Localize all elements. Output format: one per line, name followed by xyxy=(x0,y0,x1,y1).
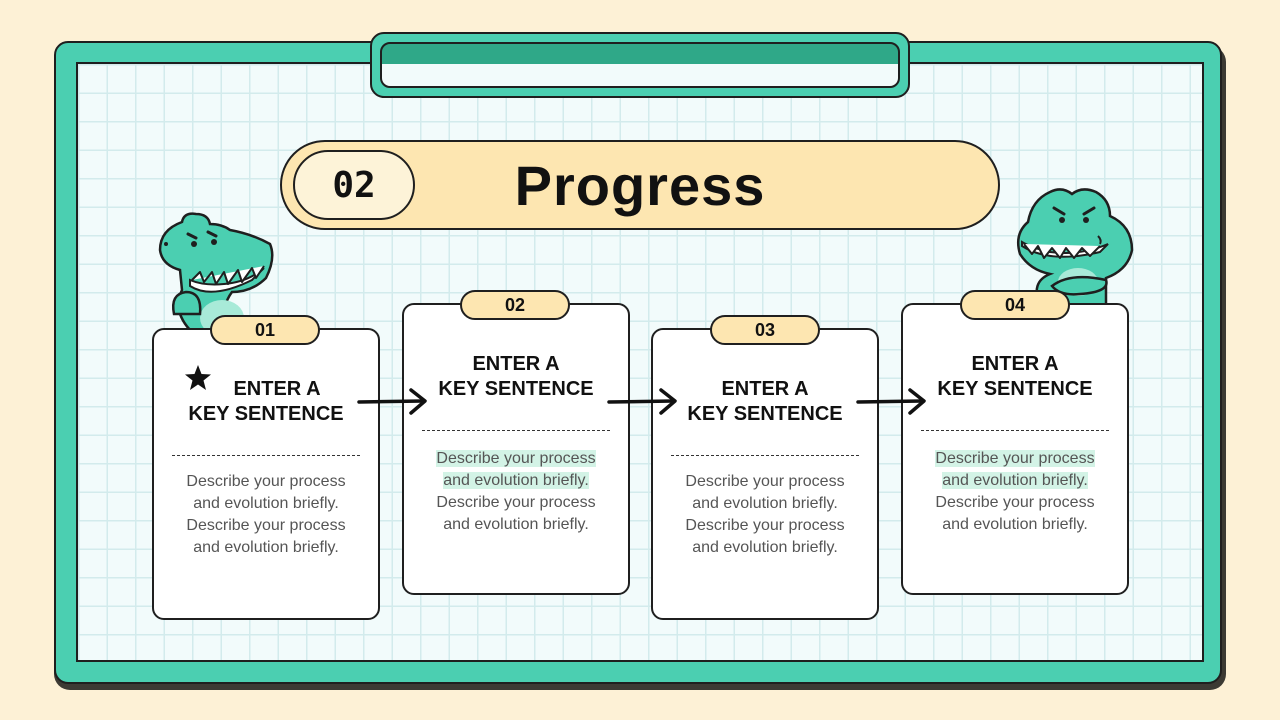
step-card-2 xyxy=(402,303,630,595)
step-badge-1: 01 xyxy=(210,315,320,345)
step-card-3 xyxy=(651,328,879,620)
step-card-4 xyxy=(901,303,1129,595)
step-title-4: ENTER A KEY SENTENCE xyxy=(937,353,1093,400)
step-badge-4: 04 xyxy=(960,290,1070,320)
page-title: Progress xyxy=(514,153,766,217)
step-divider-1 xyxy=(172,455,360,456)
step-divider-2 xyxy=(422,430,610,431)
step-divider-3 xyxy=(671,455,859,456)
arrow-right-icon xyxy=(357,388,427,415)
clipboard-clip-inner xyxy=(380,42,900,88)
step-desc-3: Describe your process and evolution brie… xyxy=(685,473,845,556)
step-badge-2: 02 xyxy=(460,290,570,320)
step-title-3: ENTER A KEY SENTENCE xyxy=(687,378,843,425)
arrow-right-icon xyxy=(607,388,677,415)
crocodile-mascot-right xyxy=(1017,188,1134,308)
step-desc-2: Describe your process and evolution brie… xyxy=(436,450,596,533)
star-icon xyxy=(185,365,211,390)
arrow-right-icon xyxy=(856,388,926,415)
step-desc-4: Describe your process and evolution brie… xyxy=(935,450,1095,533)
section-number: 02 xyxy=(293,150,415,220)
step-title-2: ENTER A KEY SENTENCE xyxy=(438,353,594,400)
step-title-1: ENTER A KEY SENTENCE xyxy=(188,378,344,425)
step-badge-3: 03 xyxy=(710,315,820,345)
step-desc-1: Describe your process and evolution brie… xyxy=(186,473,346,556)
step-divider-4 xyxy=(921,430,1109,431)
